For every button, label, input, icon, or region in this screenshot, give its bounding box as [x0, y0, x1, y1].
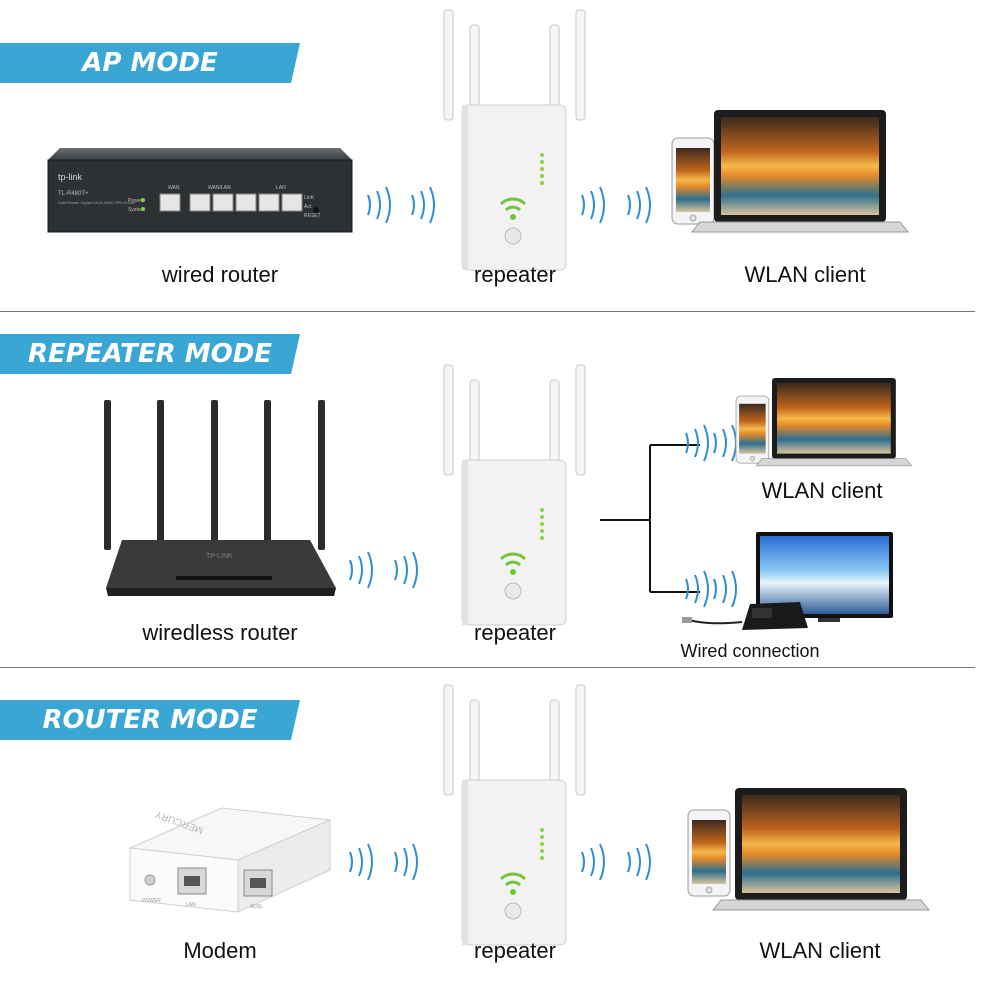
router-subtitle: SafeStream Gigabit Multi-WAN VPN Router [58, 200, 136, 205]
modem-port-label: ADSL [250, 904, 263, 910]
router-icon: tp-link TL-R480T+ SafeStream Gigabit Mul… [47, 148, 353, 233]
wifi-signal-icon [685, 570, 709, 608]
router-mode-title: ROUTER MODE [42, 705, 258, 735]
router-port-label: Power [128, 198, 143, 204]
monitor-icon [756, 532, 893, 622]
client-label: WLAN client [744, 262, 866, 287]
repeater-mode-title: REPEATER MODE [27, 339, 273, 369]
wifi-signal-icon [394, 843, 418, 881]
router-brand: tp-link [58, 172, 83, 182]
section-divider [0, 667, 975, 668]
phone-icon [735, 395, 770, 464]
laptop-icon [755, 377, 913, 467]
phone-icon [671, 137, 715, 225]
wifi-signal-icon [685, 424, 709, 462]
section-divider [0, 311, 975, 312]
wifi-signal-icon [349, 843, 373, 881]
wired-connection-label: Wired connection [680, 641, 820, 661]
wifi-signal-icon [411, 186, 435, 224]
wifi-signal-icon [349, 551, 373, 589]
device-label: repeater [474, 938, 556, 963]
ap-mode-banner: AP MODE [0, 43, 300, 83]
wifi-signal-icon [713, 424, 737, 462]
repeater-mode-banner: REPEATER MODE [0, 334, 300, 374]
wifi-signal-icon [627, 186, 651, 224]
source-label: wired router [161, 262, 279, 287]
source-label: Modem [183, 938, 257, 963]
router-port-label: LAN [276, 185, 286, 191]
wifi-signal-icon [367, 186, 391, 224]
router-port-label: Act [304, 204, 312, 210]
wifi-signal-icon [627, 843, 651, 881]
modem-port-label: POWER [142, 898, 161, 904]
router-brand: TP-LINK [206, 553, 233, 560]
wifi-signal-icon [581, 186, 605, 224]
repeater-icon [442, 683, 587, 947]
router-mode-banner: ROUTER MODE [0, 700, 300, 740]
laptop-icon [712, 787, 930, 911]
wifi-signal-icon [394, 551, 418, 589]
router-icon: TP-LINK [104, 400, 336, 596]
router-model: TL-R480T+ [58, 191, 89, 197]
phone-icon [687, 809, 731, 897]
laptop-icon [691, 109, 909, 233]
router-port-label: LinK [304, 195, 315, 201]
client-label: WLAN client [761, 478, 883, 503]
router-port-label: System [128, 207, 145, 213]
ap-mode-title: AP MODE [82, 48, 218, 78]
set-top-box-icon [682, 602, 808, 630]
router-port-label: RESET [304, 213, 321, 219]
modem-icon: MERCURY POWER LAN ADSL [128, 807, 332, 913]
client-label: WLAN client [759, 938, 881, 963]
device-label: repeater [474, 262, 556, 287]
router-port-label: WAN/LAN [208, 185, 231, 191]
router-port-label: WAN [168, 185, 180, 191]
repeater-icon [442, 363, 587, 627]
repeater-icon [442, 8, 587, 272]
wifi-signal-icon [713, 570, 737, 608]
source-label: wiredless router [142, 620, 298, 645]
device-label: repeater [474, 620, 556, 645]
distribution-lines [600, 444, 700, 593]
wifi-signal-icon [581, 843, 605, 881]
modem-port-label: LAN [186, 902, 196, 908]
